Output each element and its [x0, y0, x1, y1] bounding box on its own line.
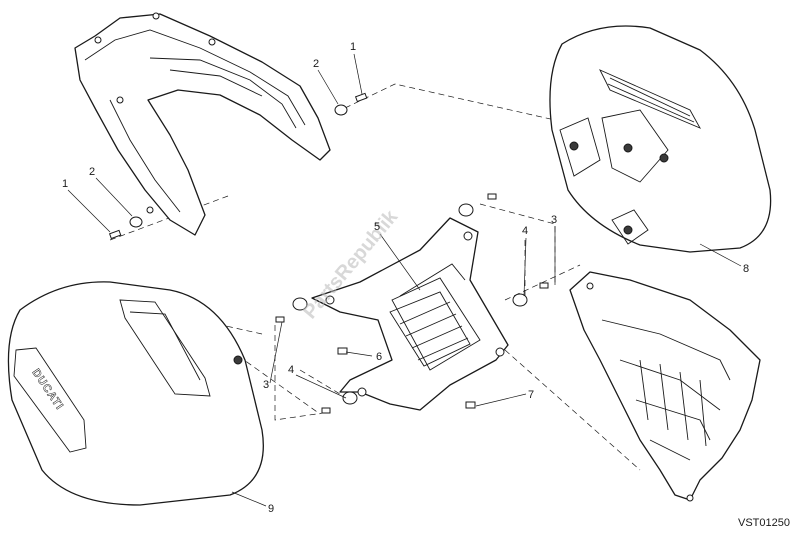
center-bracket: [311, 217, 509, 411]
callout-4-right: 4: [522, 225, 528, 237]
callout-7: 7: [528, 389, 534, 401]
left-pannier-case: [7, 281, 264, 506]
callout-3-right: 3: [551, 214, 557, 226]
callout-8: 8: [743, 263, 749, 275]
side-frame-cover: [74, 12, 331, 236]
callout-6: 6: [376, 351, 382, 363]
callout-2-left: 2: [89, 166, 95, 178]
hardware: [108, 92, 549, 414]
callout-3-left: 3: [263, 379, 269, 391]
callout-4-left: 4: [288, 364, 294, 376]
right-pannier-case: [549, 25, 772, 253]
callout-1-left: 1: [62, 178, 68, 190]
leader-lines: [67, 53, 742, 507]
callout-1-top: 1: [350, 41, 356, 53]
callout-2-top: 2: [313, 58, 319, 70]
callout-9: 9: [268, 503, 274, 515]
diagram-code: VST01250: [738, 517, 790, 529]
callout-numbers: 1 2 1 2 3 3 4 4 5 6 7 8 9: [62, 41, 749, 515]
rear-subframe: [569, 271, 761, 502]
callout-5: 5: [374, 221, 380, 233]
